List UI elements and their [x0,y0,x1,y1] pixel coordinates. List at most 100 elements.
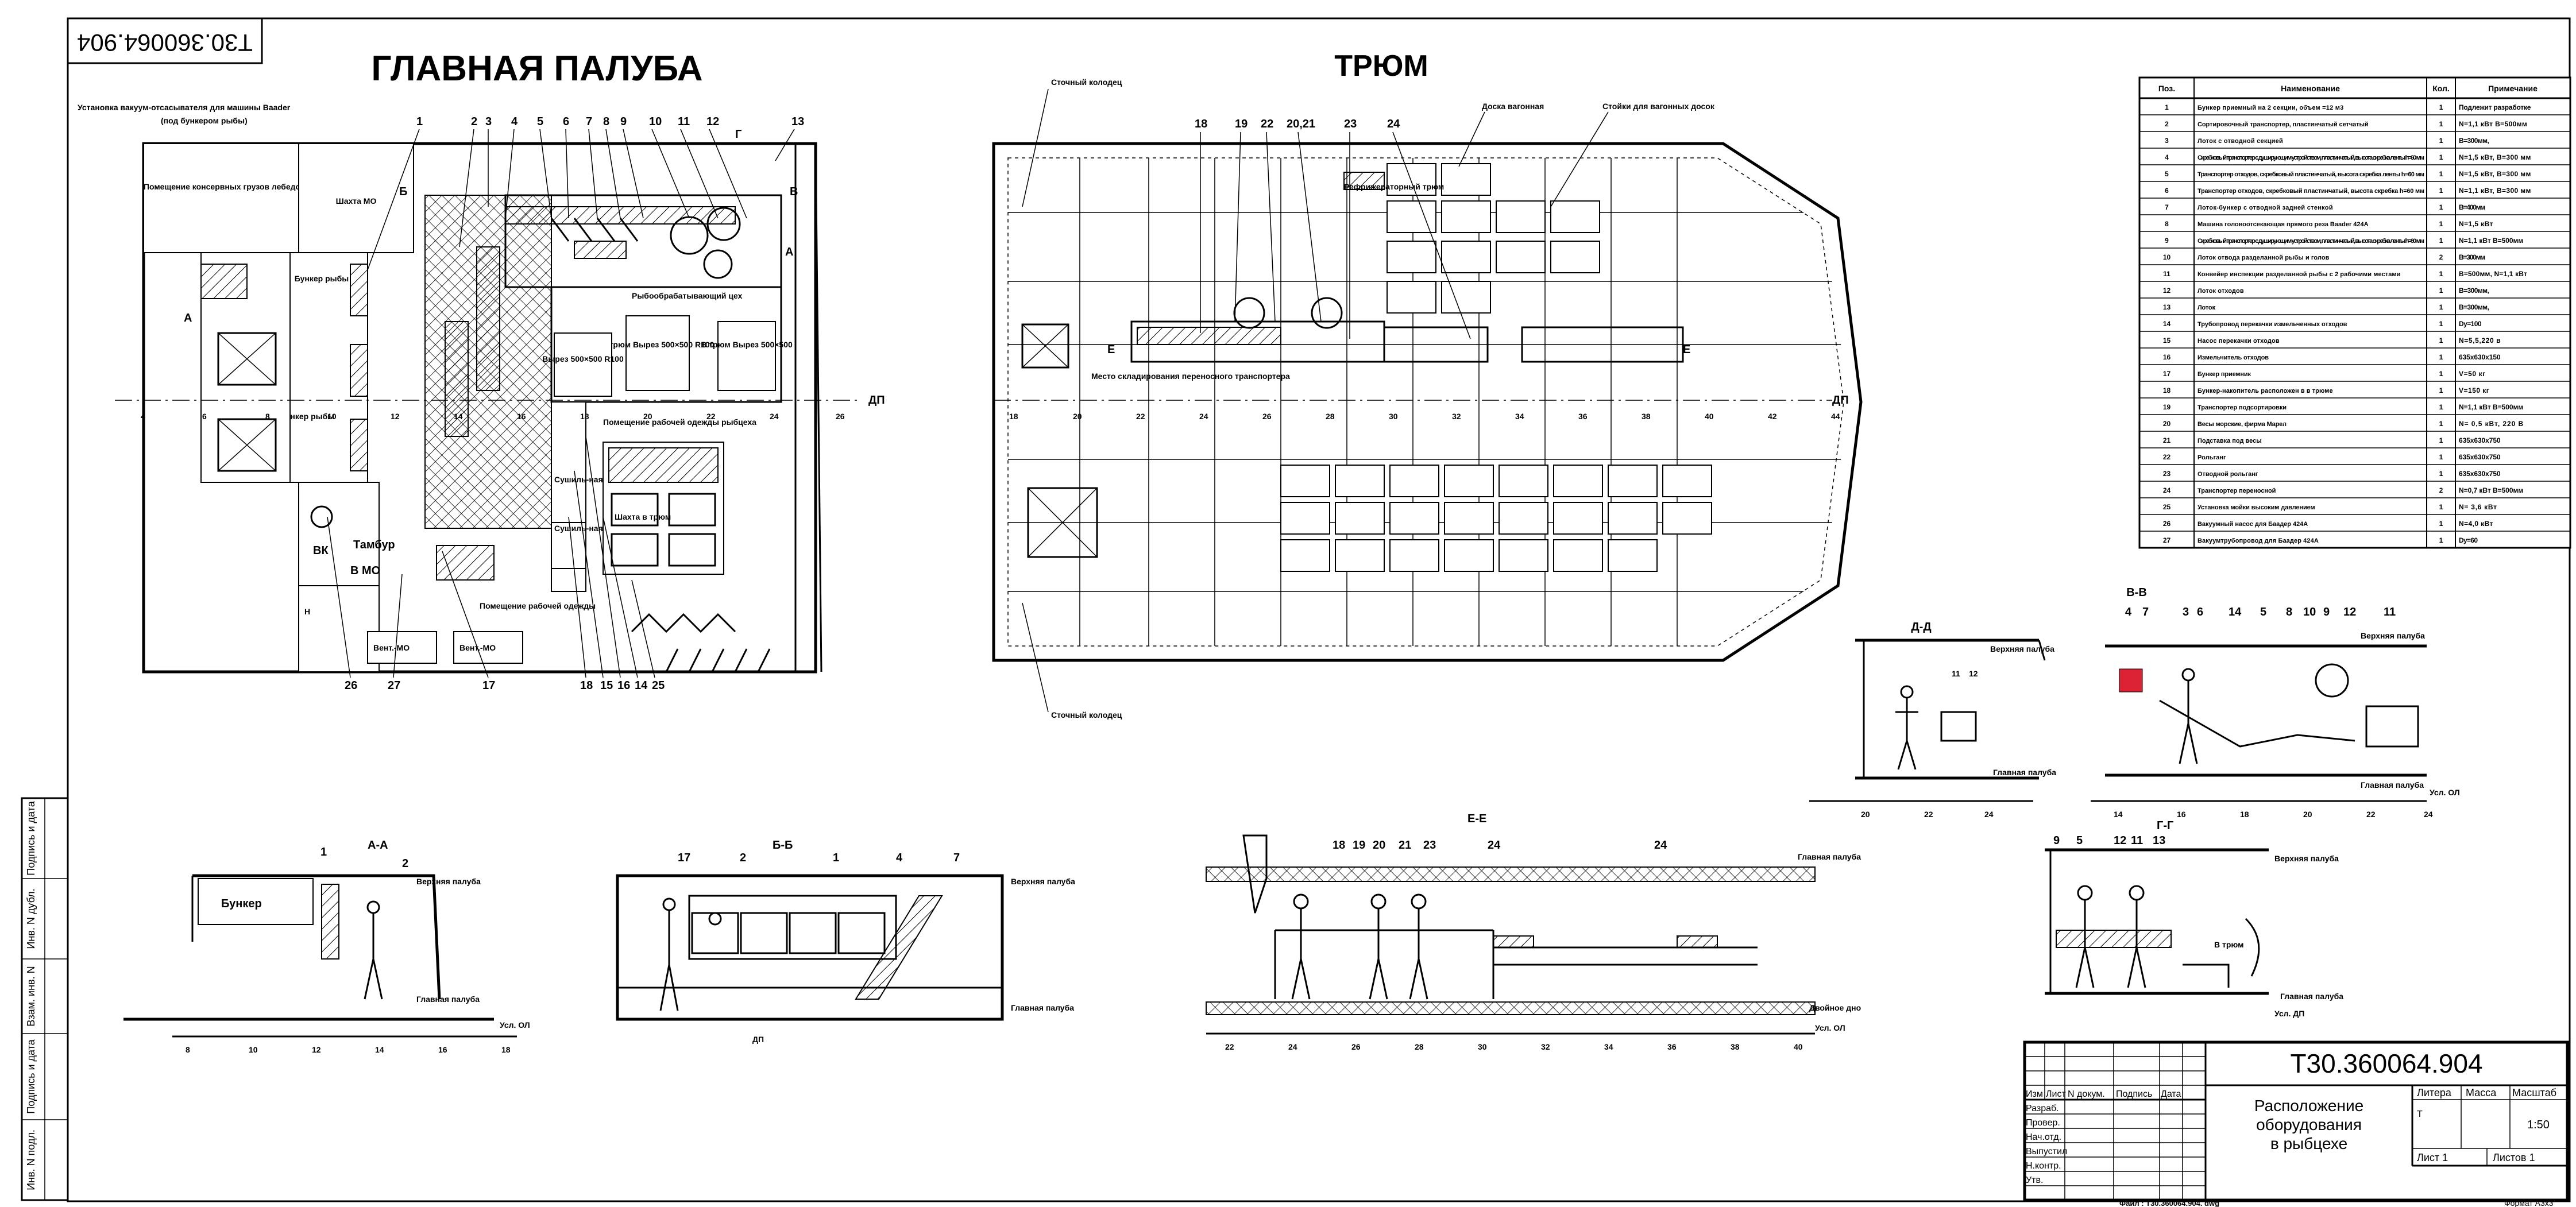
spec-cell-r4-c3: N=1,5 кВт, В=300 мм [2459,170,2531,178]
spec-cell-r11-c2: 1 [2439,287,2443,295]
sheet-frame [67,17,2571,1202]
spec-cell-r1-c3: N=1,1 кВт В=500мм [2459,120,2527,128]
callout-27: 27 [388,679,400,692]
main-deck-plan: ГЛАВНАЯ ПАЛУБА Установка вакуум-отсасыва… [78,49,885,692]
spec-cell-r9-c3: В=300мм [2459,253,2485,261]
callout-14: 14 [635,679,648,692]
main-callouts-bottom: 26 27 17 18 15 16 14 25 [327,436,665,692]
spec-cell-r18-c1: Транспортер подсортировки [2197,404,2287,411]
callout-26: 26 [345,679,357,692]
bb-callout-17: 17 [678,852,690,864]
spec-header-3: Примечание [2488,84,2538,93]
hold-title: ТРЮМ [1334,49,1428,83]
vv-callout-14: 14 [2229,606,2242,618]
vv-frame-16: 16 [2177,810,2186,819]
tb-col-izm: Изм [2026,1089,2043,1099]
spec-cell-r22-c2: 1 [2439,470,2443,478]
spec-cell-r21-c0: 22 [2163,453,2171,461]
rotated-code-box: Т30.360064.904 [67,17,263,64]
hold-frame-24: 24 [1199,412,1208,421]
mark-a-right: А [785,246,793,258]
main-frame-4: 4 [141,412,145,421]
ee-frame-34: 34 [1604,1042,1613,1051]
hold-plan: ТРЮМ [992,49,1863,719]
spec-cell-r19-c3: N= 0,5 кВт, 220 В [2459,420,2524,428]
spec-cell-r15-c3: 635х630х150 [2459,353,2501,361]
spec-cell-r13-c0: 14 [2163,320,2171,328]
ee-base: Усл. ОЛ [1815,1023,1845,1032]
stamp-sign-1: Подпись и дата [25,1039,37,1113]
spec-cell-r25-c0: 26 [2163,520,2171,528]
gg-callout-12: 12 [2114,834,2126,847]
spec-cell-r0-c2: 1 [2439,103,2443,111]
tb-code: Т30.360064.904 [2290,1049,2482,1078]
main-dp-label: ДП [868,394,885,407]
spec-cell-r16-c1: Бункер приемник [2197,371,2251,378]
spec-cell-r1-c0: 2 [2165,120,2169,128]
spec-cell-r23-c2: 2 [2439,486,2443,494]
gg-callout-9: 9 [2053,834,2060,847]
main-frame-10: 10 [327,412,337,421]
tb-col-list: Лист [2046,1089,2066,1099]
spec-cell-r2-c1: Лоток с отводной секцией [2197,138,2283,145]
spec-cell-r15-c0: 16 [2163,353,2171,361]
hold-cargo-top [1343,163,1600,314]
room-bunker: Бункер рыбы [280,412,334,421]
spec-cell-r1-c2: 1 [2439,120,2443,128]
stamp-dubl: Инв. N дубл. [25,888,37,949]
spec-cell-r1-c1: Сортировочный транспортер, пластинчатый … [2197,121,2369,128]
gg-to-hold: В трюм [2214,940,2244,949]
main-frame-numbers: 4 6 8 10 12 14 16 18 20 22 24 26 [141,412,845,421]
vv-frame-18: 18 [2240,810,2249,819]
spec-cell-r20-c2: 1 [2439,436,2443,444]
hold-hatch-3: В трюм Вырез 500×500 [701,340,793,349]
aa-callout-2: 2 [402,857,408,870]
processing-equipment [550,207,741,279]
spec-cell-r9-c2: 2 [2439,253,2443,261]
spec-cell-r3-c0: 4 [2165,153,2169,161]
aa-frame-12: 12 [312,1045,321,1054]
callout-11: 11 [678,115,690,128]
spec-cell-r6-c0: 7 [2165,203,2169,211]
aa-callout-1: 1 [320,846,327,858]
main-frame-12: 12 [391,412,400,421]
callout-4: 4 [511,115,518,128]
vv-title: В-В [2126,586,2147,599]
hold-frame-34: 34 [1515,412,1524,421]
spec-cell-r19-c1: Весы морские, фирма Марел [2197,421,2287,428]
spec-cell-r16-c0: 17 [2163,370,2171,378]
spec-cell-r18-c3: N=1,1 кВт В=500мм [2459,403,2523,411]
room-store: Помещение консервных грузов лебедок [144,182,305,191]
spec-cell-r14-c2: 1 [2439,336,2443,345]
tb-title-3: в рыбцехе [2270,1135,2347,1152]
hatch-boards: Доска вагонная [1482,102,1544,111]
spec-cell-r7-c3: N=1,5 кВт [2459,220,2493,228]
spec-cell-r20-c0: 21 [2163,436,2171,444]
spec-cell-r12-c0: 13 [2163,303,2171,311]
main-frame-6: 6 [202,412,207,421]
stamp-vzam: Взам. инв. N [25,966,37,1026]
callout-3: 3 [485,115,492,128]
spec-cell-r22-c1: Отводной рольганг [2197,471,2258,478]
ee-frame-28: 28 [1415,1042,1424,1051]
dd-title: Д-Д [1911,621,1931,633]
room-wc: ВК [313,544,329,557]
ee-frame-36: 36 [1667,1042,1677,1051]
room-dryer-2: Сушиль-ная [554,524,603,533]
gg-upper-deck: Верхняя палуба [2274,854,2339,863]
callout-12: 12 [706,115,719,128]
main-frame-24: 24 [770,412,779,421]
spec-cell-r16-c2: 1 [2439,370,2443,378]
main-section-marks: А А Б В Г [184,128,798,324]
aa-bunker: Бункер [221,897,262,910]
spec-cell-r13-c3: Dy=100 [2459,320,2482,328]
title-block: Т30.360064.904 Расположение оборудования… [2023,1040,2569,1202]
section-gg: Г-Г Верхняя палуба Главная палуба Усл. Д… [2045,819,2343,1018]
ee-callouts: 18 19 20 21 23 24 24 [1333,839,1667,852]
room-vestibule: Тамбур [353,539,395,551]
spec-cell-r5-c3: N=1,1 кВт, В=300 мм [2459,187,2531,195]
callout-9: 9 [620,115,627,128]
vent-mo-1: Вент.-МО [373,643,410,652]
callout-2: 2 [471,115,477,128]
